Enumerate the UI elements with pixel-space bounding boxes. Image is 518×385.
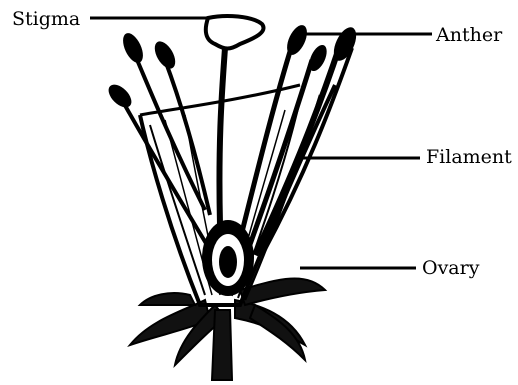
left-stamens <box>122 55 210 250</box>
style-and-stigma <box>206 16 264 225</box>
flower-stalk <box>212 310 232 380</box>
ovary-label: Ovary <box>422 259 479 278</box>
right-stamens <box>240 45 352 255</box>
ovary <box>202 220 254 296</box>
filament-label: Filament <box>426 148 512 167</box>
stigma-label: Stigma <box>12 10 80 29</box>
right-anthers <box>283 22 361 74</box>
anther-label: Anther <box>436 26 502 45</box>
